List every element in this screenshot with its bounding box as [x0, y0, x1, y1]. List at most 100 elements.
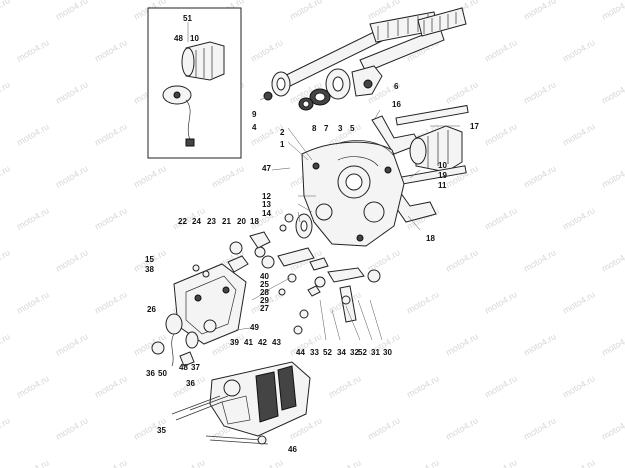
- watermark-text: moto4.ru: [0, 163, 12, 189]
- callout-27: 27: [260, 304, 269, 313]
- callout-39: 39: [230, 338, 239, 347]
- callout-34: 34: [337, 348, 346, 357]
- watermark-text: moto4.ru: [54, 415, 90, 441]
- watermark-text: moto4.ru: [0, 415, 12, 441]
- callout-16: 16: [392, 100, 401, 109]
- inset-label-10: 10: [190, 34, 199, 43]
- watermark-text: moto4.ru: [366, 0, 402, 22]
- callout-33: 33: [310, 348, 319, 357]
- inset-box: [147, 7, 242, 159]
- callout-4: 4: [252, 123, 257, 132]
- watermark-text: moto4.ru: [600, 163, 625, 189]
- shaft-lower: [359, 7, 467, 73]
- callout-5: 5: [350, 124, 355, 133]
- watermark-text: moto4.ru: [444, 79, 480, 105]
- watermark-text: moto4.ru: [171, 205, 207, 231]
- watermark-text: moto4.ru: [522, 79, 558, 105]
- watermark-text: moto4.ru: [15, 121, 51, 147]
- callout-47: 47: [262, 164, 271, 173]
- callout-12: 12: [262, 192, 271, 201]
- callout-13: 13: [262, 200, 271, 209]
- long-bolts: [171, 395, 269, 445]
- watermark-text: moto4.ru: [327, 457, 363, 468]
- gearbox-case: [301, 140, 405, 247]
- bearing-left: [271, 71, 291, 97]
- watermark-text: moto4.ru: [249, 37, 285, 63]
- inset-cylinder: [185, 41, 225, 81]
- watermark-text: moto4.ru: [93, 121, 129, 147]
- callout-50: 50: [158, 369, 167, 378]
- watermark-text: moto4.ru: [54, 331, 90, 357]
- watermark-text: moto4.ru: [0, 0, 12, 22]
- watermark-text: moto4.ru: [600, 0, 625, 22]
- watermark-text: moto4.ru: [93, 457, 129, 468]
- watermark-text: moto4.ru: [15, 289, 51, 315]
- watermark-text: moto4.ru: [366, 247, 402, 273]
- watermark-text: moto4.ru: [561, 205, 597, 231]
- watermark-text: moto4.ru: [132, 163, 168, 189]
- callout-14: 14: [262, 209, 271, 218]
- watermark-text: moto4.ru: [483, 373, 519, 399]
- callout-43: 43: [272, 338, 281, 347]
- callout-25: 25: [260, 280, 269, 289]
- watermark-text: moto4.ru: [444, 247, 480, 273]
- watermark-text: moto4.ru: [327, 373, 363, 399]
- callout-46: 46: [288, 445, 297, 454]
- callout-52: 52: [358, 348, 367, 357]
- callout-20: 20: [237, 217, 246, 226]
- callout-52: 52: [323, 348, 332, 357]
- small-parts-mid: [261, 213, 329, 296]
- watermark-text: moto4.ru: [171, 457, 207, 468]
- callout-11: 11: [438, 181, 447, 190]
- watermark-text: moto4.ru: [0, 247, 12, 273]
- watermark-text: moto4.ru: [93, 205, 129, 231]
- watermark-text: moto4.ru: [249, 457, 285, 468]
- watermark-text: moto4.ru: [561, 289, 597, 315]
- watermark-text: moto4.ru: [54, 0, 90, 22]
- watermark-text: moto4.ru: [522, 415, 558, 441]
- watermark-text: moto4.ru: [483, 457, 519, 468]
- callout-7: 7: [324, 124, 329, 133]
- callout-32: 32: [350, 348, 359, 357]
- callout-30: 30: [383, 348, 392, 357]
- callout-31: 31: [371, 348, 380, 357]
- shift-fork-upper: [371, 104, 469, 155]
- callout-2: 2: [280, 128, 285, 137]
- watermark-text: moto4.ru: [0, 79, 12, 105]
- callout-35: 35: [157, 426, 166, 435]
- watermark-text: moto4.ru: [522, 163, 558, 189]
- callout-17: 17: [470, 122, 479, 131]
- callout-41: 41: [244, 338, 253, 347]
- callout-38: 38: [145, 265, 154, 274]
- watermark-text: moto4.ru: [54, 163, 90, 189]
- gear-selector: [227, 231, 271, 273]
- watermark-text: moto4.ru: [54, 247, 90, 273]
- watermark-text: moto4.ru: [405, 373, 441, 399]
- watermark-text: moto4.ru: [444, 415, 480, 441]
- callout-22: 22: [178, 217, 187, 226]
- watermark-text: moto4.ru: [0, 331, 12, 357]
- callout-24: 24: [192, 217, 201, 226]
- callout-42: 42: [258, 338, 267, 347]
- callout-23: 23: [207, 217, 216, 226]
- watermark-text: moto4.ru: [561, 373, 597, 399]
- inset-label-51: 51: [183, 14, 192, 23]
- callout-10: 10: [438, 161, 447, 170]
- selector-mechanism: [293, 267, 381, 335]
- watermark-text: moto4.ru: [483, 37, 519, 63]
- callout-36: 36: [146, 369, 155, 378]
- watermark-text: moto4.ru: [483, 121, 519, 147]
- watermark-text: moto4.ru: [15, 373, 51, 399]
- callout-37: 37: [191, 363, 200, 372]
- lower-housing: [209, 361, 311, 437]
- watermark-text: moto4.ru: [600, 415, 625, 441]
- callout-1: 1: [280, 140, 285, 149]
- callout-44: 44: [296, 348, 305, 357]
- sensor-lower: [151, 333, 195, 367]
- callout-18: 18: [250, 217, 259, 226]
- bearing-pair: [263, 65, 383, 111]
- watermark-text: moto4.ru: [600, 79, 625, 105]
- watermark-text: moto4.ru: [483, 205, 519, 231]
- callout-29: 29: [260, 296, 269, 305]
- watermark-text: moto4.ru: [15, 205, 51, 231]
